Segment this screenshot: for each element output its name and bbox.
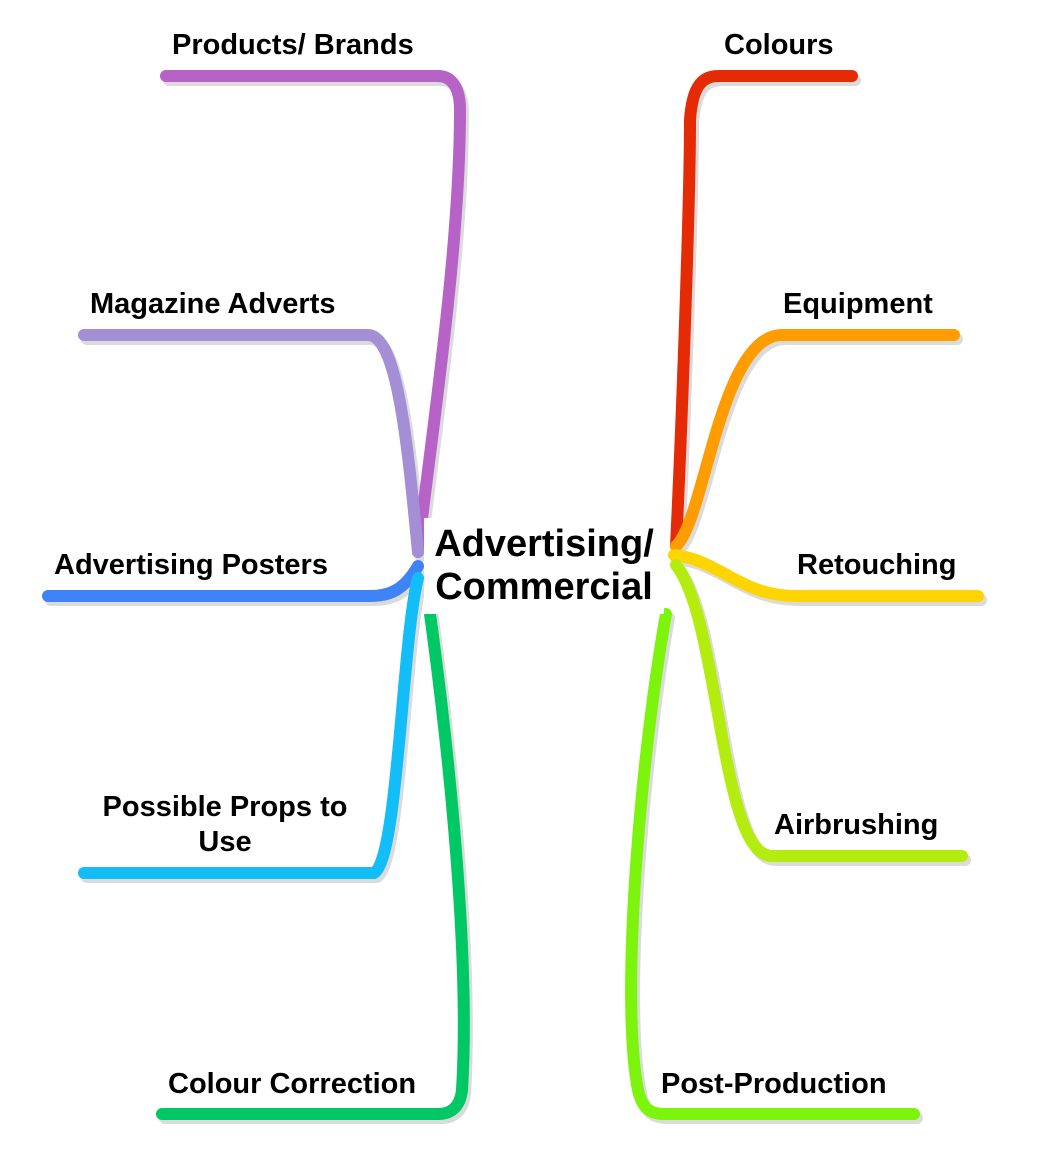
central-topic-label: Advertising/ Commercial (434, 523, 654, 608)
branch-advertising-posters (42, 560, 424, 602)
branch-colour-correction (156, 608, 470, 1120)
central-topic[interactable]: Advertising/ Commercial (424, 518, 664, 614)
branch-label-magazine-adverts[interactable]: Magazine Adverts (90, 288, 336, 320)
branch-magazine-adverts (78, 329, 424, 558)
branch-label-retouching[interactable]: Retouching (797, 549, 957, 581)
branch-label-colour-correction[interactable]: Colour Correction (168, 1068, 417, 1100)
branch-label-advertising-posters[interactable]: Advertising Posters (54, 549, 328, 581)
branch-label-colours[interactable]: Colours (724, 29, 834, 61)
branch-colours (670, 70, 858, 552)
branch-equipment (670, 329, 960, 552)
branch-label-post-production[interactable]: Post-Production (661, 1068, 887, 1100)
branch-retouching (668, 549, 984, 602)
branch-airbrushing (670, 559, 968, 862)
branch-label-products-brands[interactable]: Products/ Brands (172, 29, 414, 61)
branch-shadow-post-production (628, 612, 923, 1124)
branch-label-equipment[interactable]: Equipment (783, 288, 933, 320)
branch-shadow-equipment (673, 333, 963, 556)
branch-label-possible-props[interactable]: Possible Props to Use (102, 791, 348, 858)
branch-post-production (625, 608, 920, 1120)
branch-possible-props (78, 572, 424, 879)
branch-shadow-magazine-adverts (81, 333, 427, 562)
branch-products-brands (160, 70, 467, 558)
branch-label-airbrushing[interactable]: Airbrushing (774, 809, 939, 841)
